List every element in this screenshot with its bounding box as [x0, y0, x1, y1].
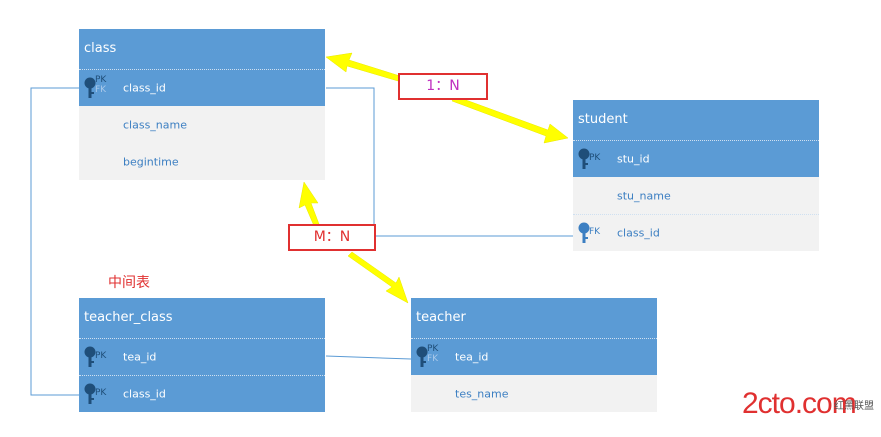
key-icon	[416, 346, 428, 367]
pk-badge: PK	[95, 351, 107, 361]
table-student-field-class-id: FK class_id	[573, 214, 819, 251]
field-name: class_id	[123, 387, 166, 401]
pk-badge: PK	[589, 153, 601, 163]
table-class-title: class	[79, 29, 325, 69]
watermark-sub: 红黑联盟	[834, 401, 874, 412]
field-name: class_id	[617, 226, 660, 240]
fk-badge: FK	[589, 227, 601, 237]
connector-lines	[30, 87, 574, 396]
pk-badge: PK	[427, 344, 439, 354]
arrow-mn	[298, 181, 409, 304]
key-icon	[84, 77, 96, 98]
fk-badge: FK	[427, 354, 439, 364]
relation-label-text: M：N	[313, 229, 351, 245]
key-icon	[578, 148, 590, 169]
field-name: class_name	[123, 118, 188, 131]
table-teacher-class: teacher_class PK tea_id PK class_id	[79, 298, 325, 412]
key-icon	[84, 383, 96, 404]
arrow-head-to-class-from-mn	[298, 181, 320, 227]
table-teacher-title: teacher	[411, 298, 657, 338]
junction-table-label: 中间表	[108, 275, 150, 291]
table-teacher-field-tes-name: tes_name	[411, 375, 657, 412]
watermark-logo: 2cto.com	[742, 387, 857, 420]
relation-label-text: 1：N	[426, 78, 460, 94]
field-name: tes_name	[455, 387, 509, 400]
arrow-head-to-student	[451, 95, 569, 144]
relation-label-one-to-many: 1：N	[398, 73, 488, 100]
relation-label-many-to-many: M：N	[288, 224, 376, 251]
table-teacher-class-field-tea-id: PK tea_id	[79, 338, 325, 375]
table-teacher-class-title: teacher_class	[79, 298, 325, 338]
watermark: 2cto.com 红黑联盟	[742, 386, 878, 430]
table-class-field-class-name: class_name	[79, 106, 325, 143]
table-student-field-stu-id: PK stu_id	[573, 140, 819, 177]
field-name: stu_name	[617, 189, 671, 202]
field-name: class_id	[123, 81, 166, 95]
fk-badge: FK	[95, 85, 107, 95]
pk-badge: PK	[95, 388, 107, 398]
field-name: stu_id	[617, 152, 650, 166]
table-student-title: student	[573, 100, 819, 140]
field-name: tea_id	[455, 350, 489, 364]
arrow-head-to-teacher	[347, 251, 409, 304]
key-icon	[578, 222, 590, 243]
field-name: begintime	[123, 155, 179, 168]
key-icon	[84, 346, 96, 367]
field-name: tea_id	[123, 350, 157, 364]
table-student: student PK stu_id stu_name FK class_id	[573, 100, 819, 251]
table-teacher-class-field-class-id: PK class_id	[79, 375, 325, 412]
connector-class-to-teacher-class	[30, 87, 79, 396]
table-student-field-stu-name: stu_name	[573, 177, 819, 214]
arrow-head-to-class	[325, 52, 401, 82]
pk-badge: PK	[95, 75, 107, 85]
table-class-field-begintime: begintime	[79, 143, 325, 180]
connector-teacher-class-to-teacher	[325, 355, 412, 360]
connector-class-to-student	[326, 87, 574, 237]
